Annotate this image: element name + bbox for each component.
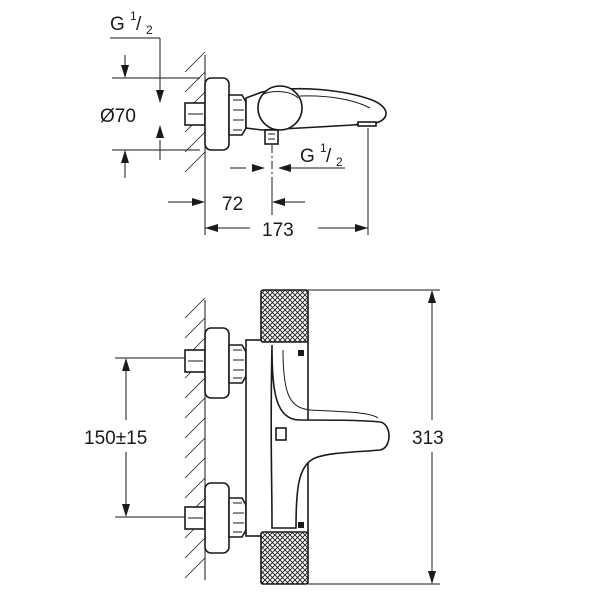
thread-label-top: G 1 / 2 [110, 9, 153, 37]
aerator-front [275, 427, 287, 441]
upper-nut [228, 344, 247, 384]
upper-rosette [204, 327, 230, 399]
bottom-marker [298, 522, 304, 528]
top-view: G 1 / 2 Ø70 G 1 / 2 [100, 9, 387, 241]
dim-313-label: 313 [412, 428, 444, 449]
outlet-thread-base-text: G [300, 146, 315, 167]
top-marker [298, 350, 304, 356]
lower-nut [228, 497, 247, 538]
spout-front [270, 344, 390, 529]
rosette-top [204, 77, 230, 151]
dim-72-label: 72 [222, 194, 243, 215]
front-view: 150±15 313 [84, 289, 444, 585]
thread-num-text: 1 [130, 9, 137, 23]
connection-nut-top [228, 94, 247, 136]
upper-knurled-handle [260, 289, 309, 343]
thread-label-outlet: G 1 / 2 [300, 141, 343, 169]
outlet-thread-den-text: 2 [336, 155, 343, 169]
wall-hatch-front [184, 297, 206, 580]
spout-aerator [357, 121, 377, 127]
dim-173-label: 173 [262, 220, 294, 241]
outlet-pipe-top [264, 129, 279, 145]
diameter-label: Ø70 [100, 106, 136, 127]
thread-base-text: G [110, 14, 125, 35]
handle-disc-top [257, 85, 303, 131]
thread-den-text: 2 [146, 23, 153, 37]
dim-150-label: 150±15 [84, 428, 147, 449]
svg-text:/: / [326, 146, 332, 167]
lower-rosette [204, 482, 230, 554]
outlet-thread-num-text: 1 [320, 141, 327, 155]
svg-text:/: / [136, 14, 142, 35]
lower-knurled-handle [260, 531, 309, 585]
